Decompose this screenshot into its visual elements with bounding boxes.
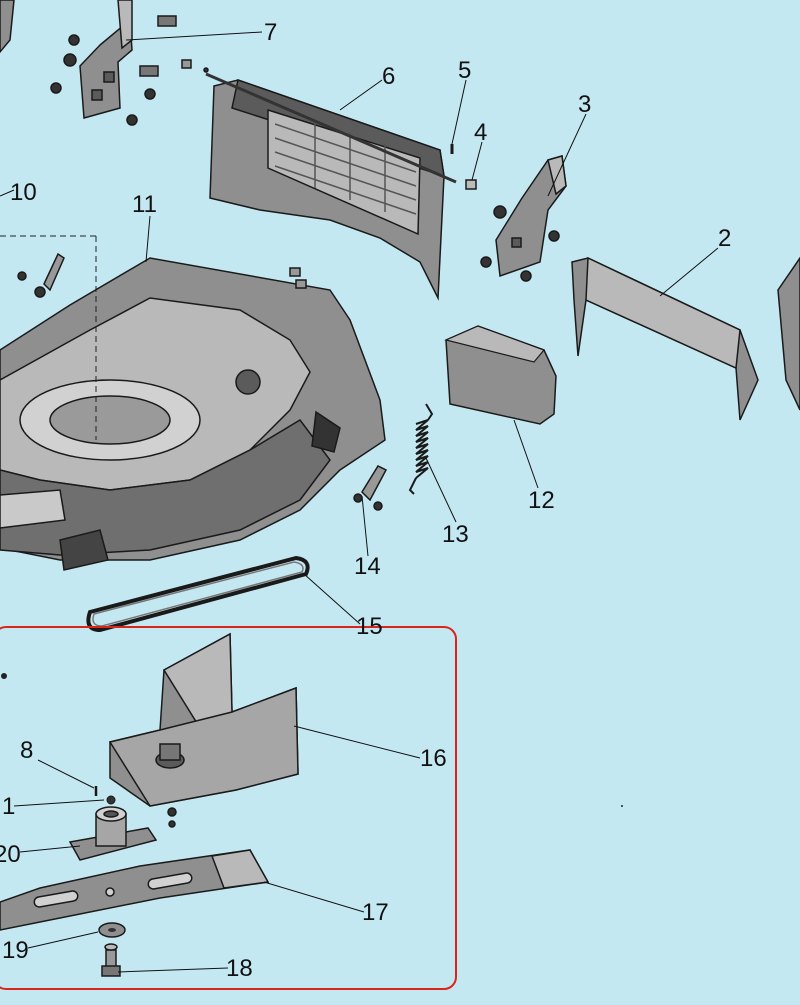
part-6-rear-flap [203, 67, 457, 301]
callout-5: 5 [458, 57, 471, 84]
part-15-belt-inner [92, 561, 304, 627]
part-20-blade-holder [68, 806, 158, 861]
part-edge-fragment [0, 0, 15, 54]
callout-20: 20 [0, 841, 21, 868]
callout-1: 1 [2, 793, 15, 820]
part-7-hinge-bracket [50, 0, 192, 126]
part-13-spring [408, 403, 434, 495]
part-4-spacer [465, 179, 477, 190]
callout-3: 3 [578, 91, 591, 118]
callout-8: 8 [20, 737, 33, 764]
part-1-washer [106, 795, 116, 805]
callout-18: 18 [226, 955, 253, 982]
callout-2: 2 [718, 225, 731, 252]
callout-14: 14 [354, 553, 381, 580]
part-12-cover-top [444, 325, 546, 363]
part-14-latch [353, 465, 388, 511]
part-18-bolt [101, 943, 121, 977]
part-16-mulching-insert [108, 632, 299, 828]
callout-7: 7 [264, 19, 277, 46]
part-11-mower-deck [0, 257, 386, 571]
callout-6: 6 [382, 63, 395, 90]
part-10-cable-clip [17, 252, 65, 298]
callout-labels: 7 6 5 4 3 2 10 11 12 13 14 15 16 8 1 20 … [0, 19, 731, 982]
callout-10: 10 [10, 179, 37, 206]
callout-4: 4 [474, 119, 487, 146]
leader-lines [0, 31, 719, 973]
stray-dot [621, 805, 623, 807]
callout-13: 13 [442, 521, 469, 548]
part-15-drive-belt [86, 555, 310, 633]
callout-17: 17 [362, 899, 389, 926]
highlight-frame [0, 626, 457, 990]
callout-12: 12 [528, 487, 555, 514]
part-19-washer-hole [108, 928, 116, 932]
callout-19: 19 [2, 937, 29, 964]
callout-16: 16 [420, 745, 447, 772]
part-2-rear-guard [571, 256, 800, 421]
part-3-hinge-bracket [480, 155, 567, 282]
callout-11: 11 [132, 191, 157, 218]
stray-dot [1, 673, 7, 679]
part-17-cutting-blade [0, 849, 270, 931]
callout-15: 15 [356, 613, 383, 640]
